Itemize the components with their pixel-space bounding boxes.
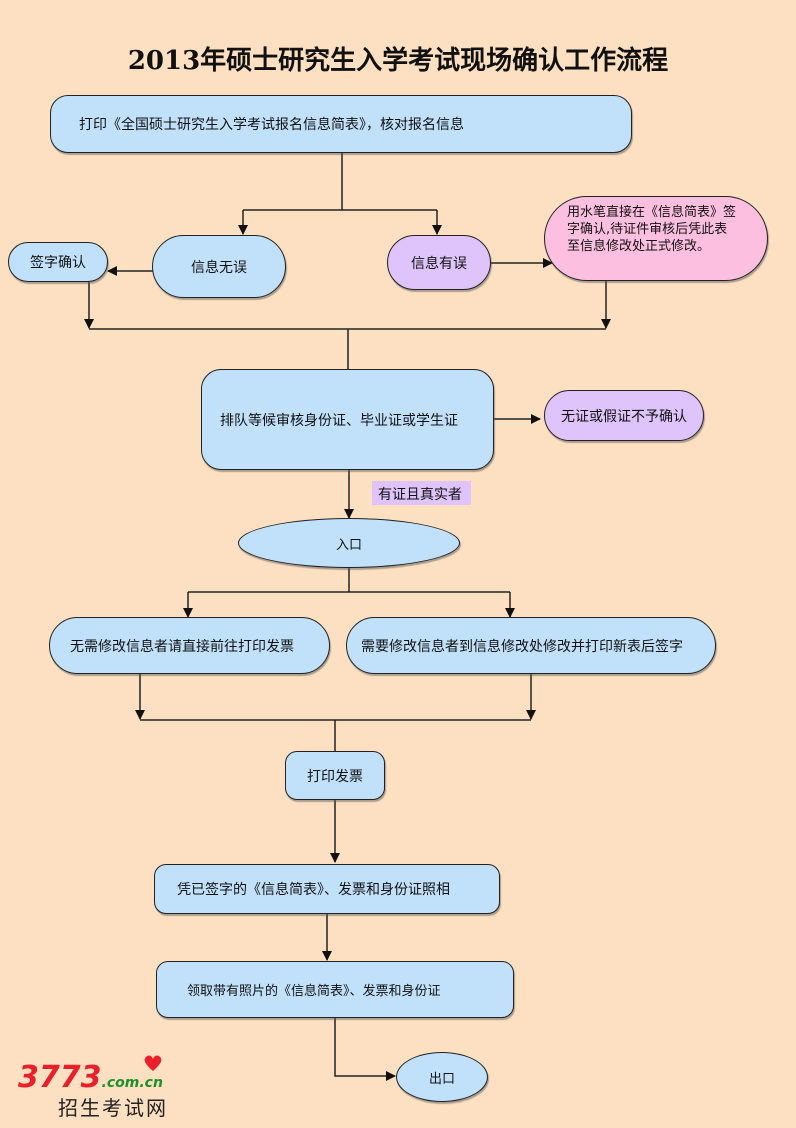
node-reject: 无证或假证不予确认	[544, 390, 704, 441]
node-label: 入口	[335, 537, 362, 553]
node-label: 签字确认	[30, 255, 86, 271]
node-label: 凭已签字的《信息简表》、发票和身份证照相	[177, 882, 450, 898]
node-entrance: 入口	[238, 518, 460, 568]
node-no-modify: 无需修改信息者请直接前往打印发票	[49, 617, 330, 674]
edge-label-valid-docs: 有证且真实者	[372, 481, 471, 505]
node-info-error: 信息有误	[387, 235, 491, 290]
node-sign-confirm: 签字确认	[8, 242, 108, 282]
node-exit: 出口	[396, 1052, 488, 1102]
node-label: 用水笔直接在《信息简表》签字确认,待证件审核后凭此表至信息修改处正式修改。	[567, 205, 737, 254]
node-info-correct: 信息无误	[152, 235, 286, 298]
node-label: 信息无误	[191, 259, 247, 276]
page-title: 2013年硕士研究生入学考试现场确认工作流程	[127, 46, 669, 76]
node-label: 领取带有照片的《信息简表》、发票和身份证	[187, 984, 441, 999]
logo-number: 3773	[18, 1060, 102, 1095]
logo-site-name: 招生考试网	[58, 1096, 168, 1120]
logo-domain: .com.cn	[101, 1075, 163, 1091]
node-label: 需要修改信息者到信息修改处修改并打印新表后签字	[361, 638, 683, 655]
node-print-form: 打印《全国硕士研究生入学考试报名信息简表》，核对报名信息	[50, 95, 632, 153]
node-error-instruction: 用水笔直接在《信息简表》签字确认,待证件审核后凭此表至信息修改处正式修改。	[544, 196, 768, 281]
site-logo: 3773.com.cn 招生考试网	[18, 1055, 166, 1120]
node-label: 打印《全国硕士研究生入学考试报名信息简表》，核对报名信息	[79, 117, 464, 133]
heart-icon	[144, 1055, 162, 1071]
node-label: 信息有误	[411, 255, 467, 272]
arrow-to-exit	[334, 1018, 396, 1081]
node-label: 出口	[428, 1071, 455, 1087]
node-label: 无证或假证不予确认	[561, 408, 687, 425]
node-print-invoice: 打印发票	[285, 751, 385, 800]
node-collect: 领取带有照片的《信息简表》、发票和身份证	[156, 961, 514, 1018]
node-label: 排队等候审核身份证、毕业证或学生证	[220, 412, 458, 429]
node-label: 打印发票	[307, 768, 363, 785]
node-need-modify: 需要修改信息者到信息修改处修改并打印新表后签字	[346, 617, 716, 674]
node-photo: 凭已签字的《信息简表》、发票和身份证照相	[154, 864, 500, 914]
node-label: 无需修改信息者请直接前往打印发票	[70, 638, 294, 655]
node-queue-verify: 排队等候审核身份证、毕业证或学生证	[201, 369, 494, 470]
